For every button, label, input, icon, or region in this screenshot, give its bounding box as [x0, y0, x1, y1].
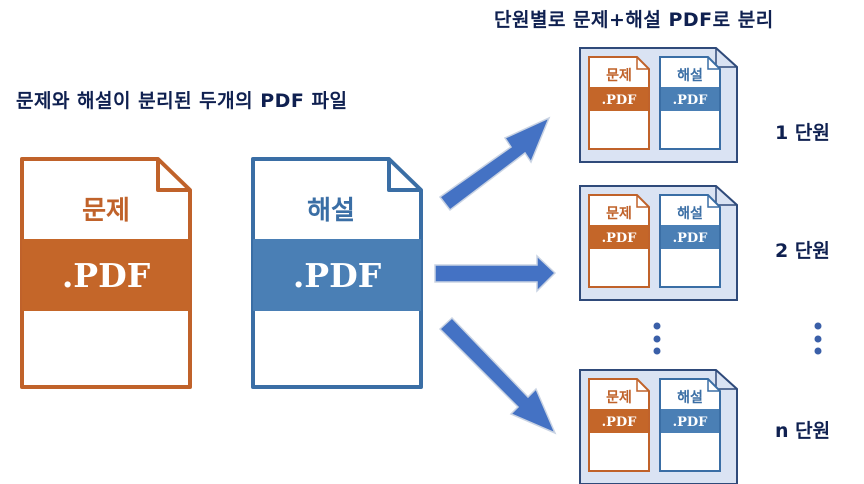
unit-label-2: 2 단원 [775, 240, 830, 262]
file-band [253, 239, 421, 311]
mini-file-band [590, 225, 648, 249]
mini-file-solution: 해설 .PDF [659, 56, 721, 150]
arrow-to-unit-n [438, 316, 557, 435]
file-name: 해설 [307, 196, 355, 226]
mini-file-solution: 해설 .PDF [659, 194, 721, 288]
mini-file-ext: .PDF [673, 93, 709, 108]
mini-file-fold [707, 57, 720, 70]
file-corner-fold [156, 159, 190, 192]
mini-file-ext: .PDF [602, 93, 638, 108]
mini-file-fold [707, 195, 720, 208]
mini-file-problem: 문제 .PDF [588, 56, 650, 150]
mini-file-band [661, 225, 719, 249]
unit-label-n: n 단원 [775, 420, 831, 442]
left-title: 문제와 해설이 분리된 두개의 PDF 파일 [16, 90, 348, 112]
mini-file-solution: 해설 .PDF [659, 378, 721, 472]
arrow-to-unit-1 [438, 116, 551, 212]
source-file-problem: 문제 .PDF [20, 157, 192, 389]
mini-file-name: 해설 [677, 68, 703, 84]
mini-file-fold [636, 379, 649, 392]
mini-file-problem: 문제 .PDF [588, 194, 650, 288]
mini-file-fold [707, 379, 720, 392]
ellipsis-dots-left [653, 322, 661, 355]
mini-file-ext: .PDF [673, 415, 709, 430]
file-corner-fold [387, 159, 421, 192]
mini-file-problem: 문제 .PDF [588, 378, 650, 472]
unit-label-1: 1 단원 [775, 122, 830, 144]
mini-file-band [661, 87, 719, 111]
mini-file-ext: .PDF [602, 415, 638, 430]
file-band [22, 239, 190, 311]
file-name: 문제 [82, 196, 130, 226]
file-ext: .PDF [293, 256, 381, 295]
mini-file-ext: .PDF [673, 231, 709, 246]
file-ext: .PDF [62, 256, 150, 295]
unit-folder-2: 문제 .PDF 해설 .PDF [579, 185, 738, 301]
mini-file-name: 해설 [677, 390, 703, 406]
mini-file-band [590, 409, 648, 433]
mini-file-band [661, 409, 719, 433]
mini-file-name: 문제 [606, 206, 632, 222]
mini-file-band [590, 87, 648, 111]
unit-folder-1: 문제 .PDF 해설 .PDF [579, 47, 738, 163]
right-title: 단원별로 문제+해설 PDF로 분리 [494, 9, 774, 31]
source-file-solution: 해설 .PDF [251, 157, 423, 389]
mini-file-fold [636, 57, 649, 70]
mini-file-fold [636, 195, 649, 208]
unit-folder-3: 문제 .PDF 해설 .PDF [579, 369, 738, 484]
mini-file-ext: .PDF [602, 231, 638, 246]
arrow-to-unit-2 [434, 254, 557, 293]
mini-file-name: 문제 [606, 68, 632, 84]
mini-file-name: 문제 [606, 390, 632, 406]
mini-file-name: 해설 [677, 206, 703, 222]
ellipsis-dots-right [814, 322, 822, 355]
